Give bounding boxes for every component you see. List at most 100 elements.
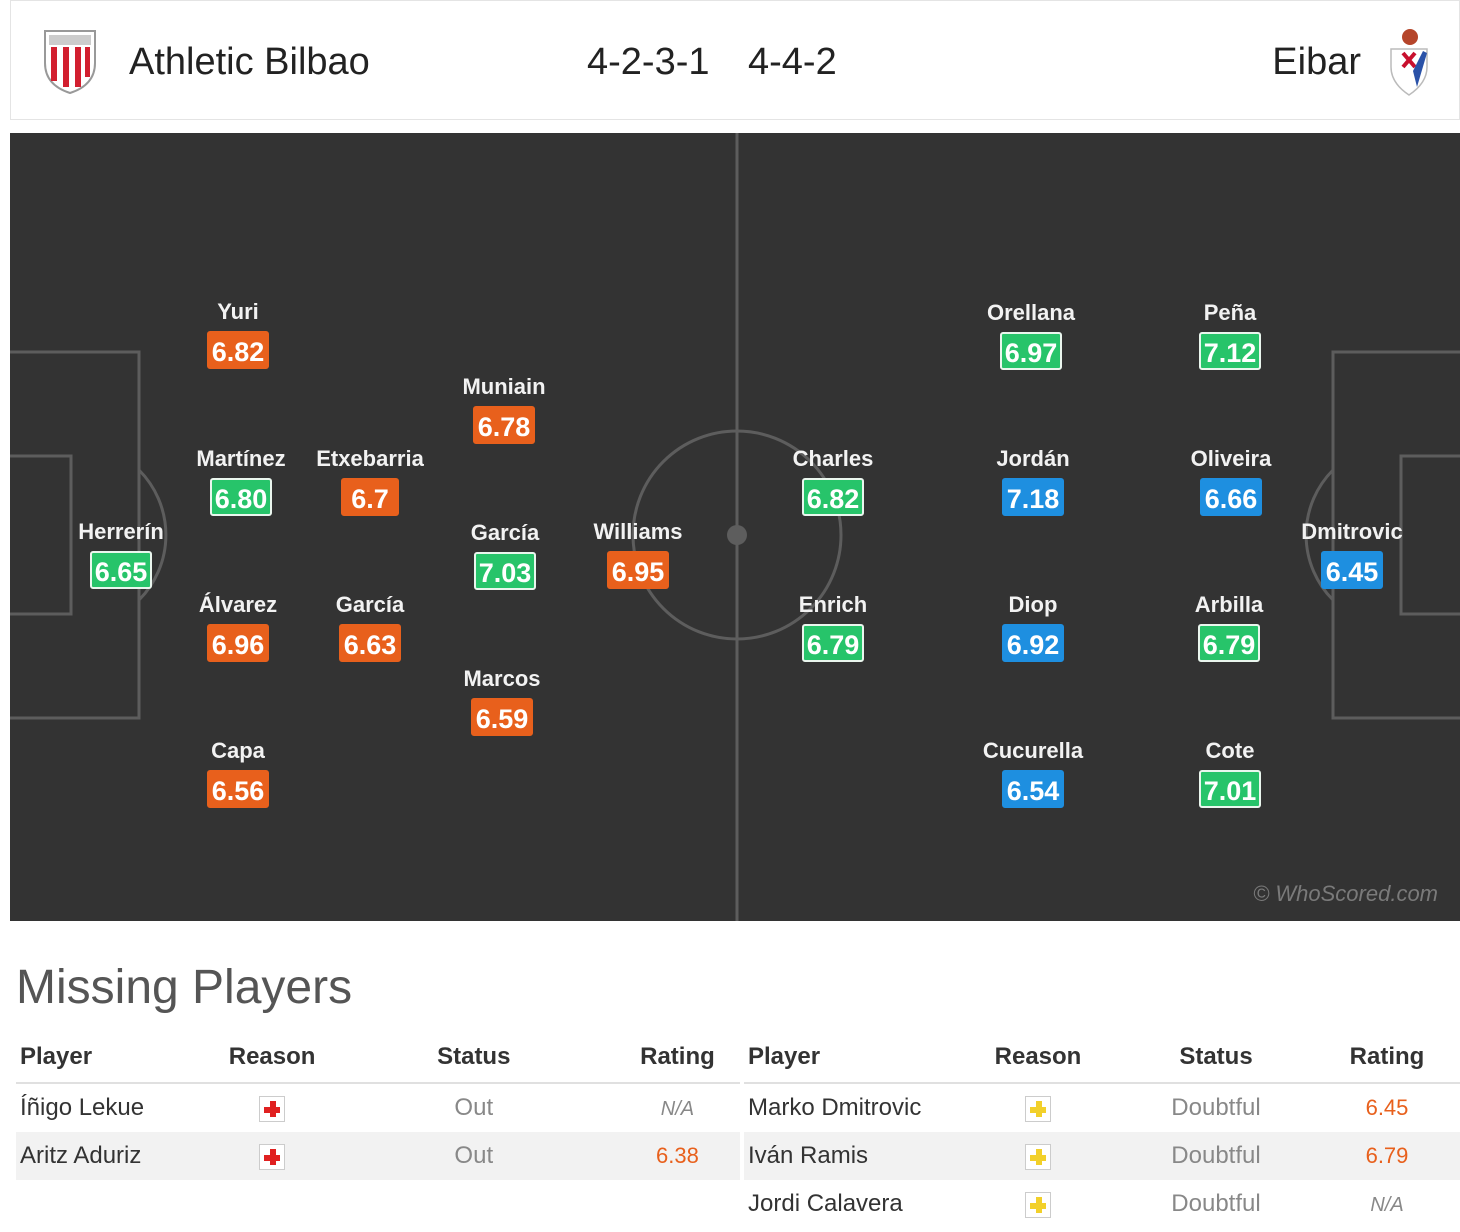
- player-rating: 7.03: [473, 552, 537, 590]
- missing-status: Doubtful: [1171, 1094, 1261, 1121]
- whoscored-watermark: © WhoScored.com: [1253, 881, 1438, 906]
- player-name: Cote: [1205, 738, 1255, 763]
- column-header-rating[interactable]: Rating: [614, 1032, 740, 1084]
- missing-player-name[interactable]: Jordi Calavera: [748, 1190, 903, 1217]
- column-header-status[interactable]: Status: [1118, 1032, 1314, 1084]
- missing-status: Out: [454, 1094, 494, 1121]
- missing-rating: 6.38: [656, 1143, 699, 1168]
- player-name: Enrich: [798, 592, 868, 617]
- missing-status: Doubtful: [1171, 1190, 1261, 1217]
- column-header-player[interactable]: Player: [744, 1032, 958, 1084]
- player-rating: 6.95: [606, 551, 670, 589]
- player-name: Cucurella: [982, 738, 1084, 763]
- player-name: Capa: [211, 738, 265, 763]
- missing-players-title: Missing Players: [16, 961, 353, 1014]
- player-rating: 6.59: [470, 698, 534, 736]
- athletic-bilbao-crest-icon[interactable]: [41, 27, 99, 95]
- injury-icon: [259, 1095, 286, 1122]
- missing-rating: 6.79: [1365, 1143, 1409, 1168]
- player-marcos[interactable]: Marcos 6.59: [432, 666, 572, 736]
- missing-rating: N/A: [660, 1098, 695, 1120]
- player-name: Martínez: [196, 446, 286, 471]
- player-rating: 6.92: [1001, 624, 1065, 662]
- player-name: Etxebarria: [316, 446, 424, 471]
- player-williams[interactable]: Williams 6.95: [568, 519, 708, 589]
- player-name: Jordán: [996, 446, 1070, 471]
- missing-player-name[interactable]: Íñigo Lekue: [20, 1094, 145, 1121]
- player-name: Marcos: [463, 666, 541, 691]
- player-name: Charles: [792, 446, 874, 471]
- player-name: Herrerín: [78, 519, 164, 544]
- player-name: Peña: [1203, 300, 1257, 325]
- missing-player-name[interactable]: Iván Ramis: [744, 1132, 958, 1180]
- away-missing-table: Player Reason Status Rating Marko Dmitro…: [744, 1032, 1460, 1228]
- player-rating: 6.96: [206, 624, 270, 662]
- player-name: García: [335, 592, 405, 617]
- missing-rating: N/A: [1370, 1194, 1404, 1216]
- player-garcia-am[interactable]: García 7.03: [435, 520, 575, 590]
- player-rating: 7.18: [1001, 478, 1065, 516]
- player-oliveira[interactable]: Oliveira 6.66: [1161, 446, 1301, 516]
- player-rating: 7.01: [1198, 770, 1262, 808]
- player-capa[interactable]: Capa 6.56: [168, 738, 308, 808]
- away-team-name[interactable]: Eibar: [1272, 41, 1361, 83]
- player-arbilla[interactable]: Arbilla 6.79: [1159, 592, 1299, 662]
- player-pena[interactable]: Peña 7.12: [1160, 300, 1300, 370]
- player-martinez[interactable]: Martínez 6.80: [171, 446, 311, 516]
- column-header-player[interactable]: Player: [16, 1032, 212, 1084]
- eibar-crest-icon[interactable]: [1383, 27, 1433, 97]
- player-rating: 6.66: [1199, 478, 1263, 516]
- player-rating: 6.82: [801, 478, 865, 516]
- player-etxebarria[interactable]: Etxebarria 6.7: [300, 446, 440, 516]
- table-row: Iván Ramis Doubtful 6.79: [744, 1132, 1460, 1180]
- player-diop[interactable]: Diop 6.92: [963, 592, 1103, 662]
- player-rating: 6.79: [801, 624, 865, 662]
- home-missing-table: Player Reason Status Rating Íñigo Lekue …: [16, 1032, 740, 1180]
- player-muniain[interactable]: Muniain 6.78: [434, 374, 574, 444]
- player-rating: 6.97: [999, 332, 1063, 370]
- player-name: Orellana: [986, 300, 1076, 325]
- player-name: Diop: [1008, 592, 1058, 617]
- table-row: Marko Dmitrovic Doubtful 6.45: [744, 1083, 1460, 1132]
- column-header-reason[interactable]: Reason: [211, 1032, 333, 1084]
- away-formation: 4-4-2: [748, 41, 837, 83]
- player-rating: 6.7: [341, 478, 399, 516]
- player-rating: 6.82: [206, 331, 270, 369]
- player-name: Álvarez: [198, 592, 278, 617]
- player-herrerin[interactable]: Herrerín 6.65: [51, 519, 191, 589]
- column-header-reason[interactable]: Reason: [958, 1032, 1118, 1084]
- missing-status: Out: [332, 1132, 615, 1180]
- table-row: Íñigo Lekue Out N/A: [16, 1083, 740, 1132]
- home-team-name[interactable]: Athletic Bilbao: [129, 41, 370, 83]
- player-garcia-dm[interactable]: García 6.63: [300, 592, 440, 662]
- player-rating: 6.54: [1001, 770, 1065, 808]
- player-rating: 6.78: [472, 406, 536, 444]
- doubtful-icon: [1025, 1191, 1051, 1218]
- player-alvarez[interactable]: Álvarez 6.96: [168, 592, 308, 662]
- doubtful-icon: [1025, 1143, 1051, 1170]
- player-name: García: [470, 520, 540, 545]
- missing-player-name[interactable]: Aritz Aduriz: [16, 1132, 212, 1180]
- missing-player-name[interactable]: Marko Dmitrovic: [748, 1094, 922, 1121]
- player-name: Arbilla: [1194, 592, 1264, 617]
- player-cote[interactable]: Cote 7.01: [1160, 738, 1300, 808]
- player-charles[interactable]: Charles 6.82: [763, 446, 903, 516]
- player-rating: 7.12: [1198, 332, 1262, 370]
- column-header-status[interactable]: Status: [332, 1032, 615, 1084]
- player-rating: 6.65: [89, 551, 153, 589]
- player-enrich[interactable]: Enrich 6.79: [763, 592, 903, 662]
- player-jordan[interactable]: Jordán 7.18: [963, 446, 1103, 516]
- player-yuri[interactable]: Yuri 6.82: [168, 299, 308, 369]
- match-header: Athletic Bilbao 4-2-3-1 4-4-2 Eibar: [10, 0, 1460, 120]
- missing-status: Doubtful: [1118, 1132, 1314, 1180]
- player-name: Oliveira: [1190, 446, 1272, 471]
- injury-icon: [259, 1143, 286, 1170]
- player-rating: 6.63: [338, 624, 402, 662]
- player-name: Yuri: [217, 299, 259, 324]
- player-orellana[interactable]: Orellana 6.97: [961, 300, 1101, 370]
- column-header-rating[interactable]: Rating: [1314, 1032, 1460, 1084]
- player-cucurella[interactable]: Cucurella 6.54: [963, 738, 1103, 808]
- player-name: Williams: [593, 519, 683, 544]
- player-dmitrovic[interactable]: Dmitrovic 6.45: [1282, 519, 1422, 589]
- missing-rating: 6.45: [1365, 1095, 1409, 1120]
